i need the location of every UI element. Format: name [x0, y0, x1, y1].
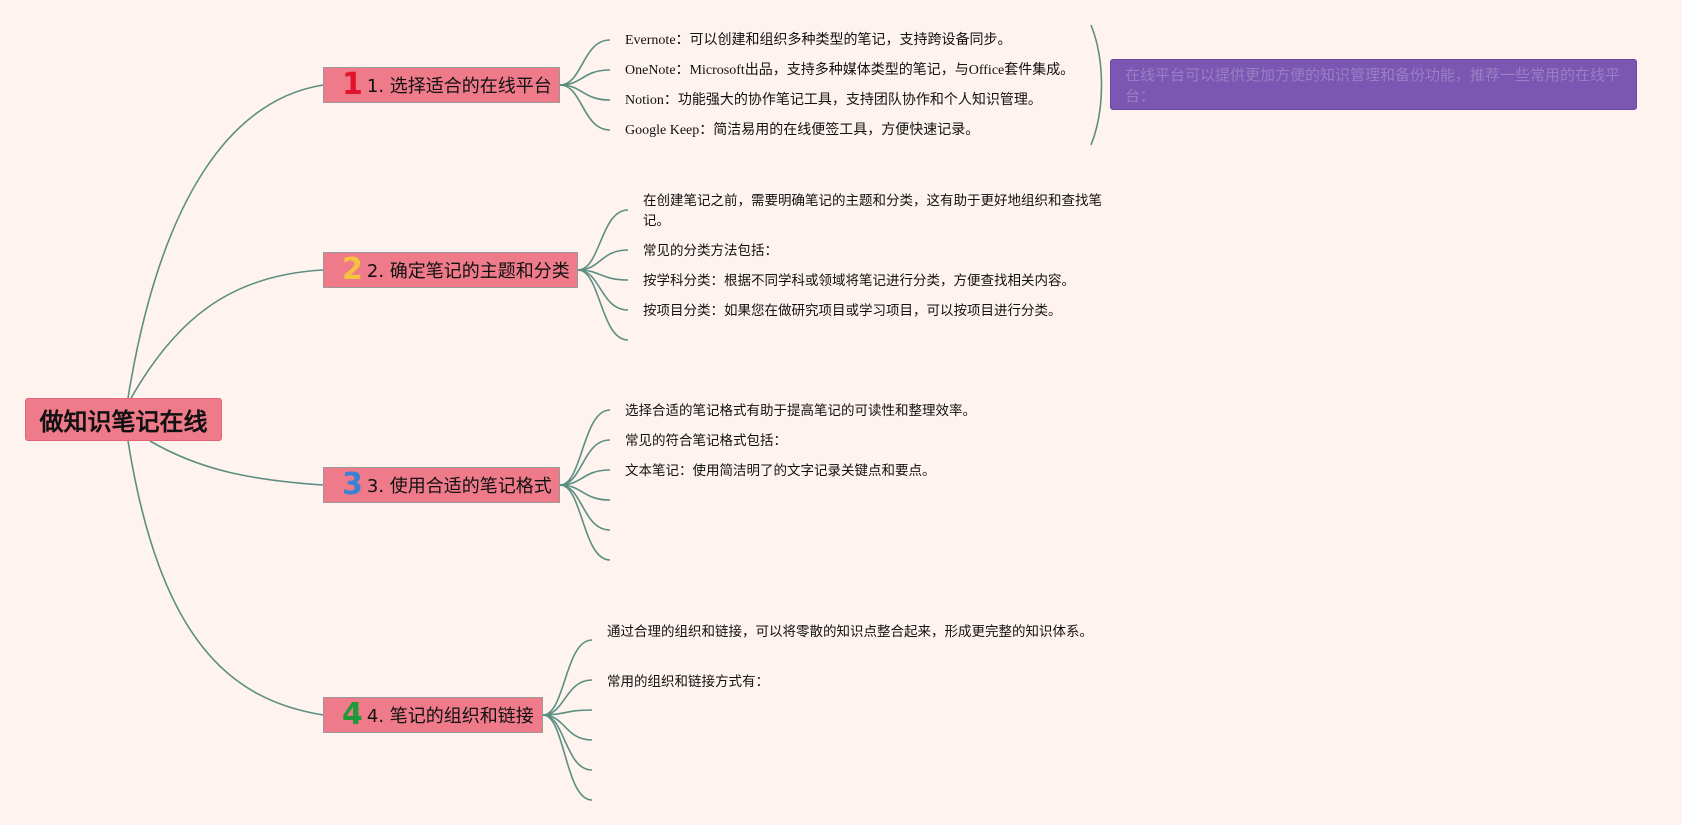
link-root-branch-2 [129, 269, 324, 401]
link-root-branch-1 [127, 84, 324, 399]
root-topic[interactable]: 做知识笔记在线 [25, 398, 222, 441]
number-3-icon: 3 [342, 467, 363, 502]
subtopic-1-2[interactable]: OneNote：Microsoft出品，支持多种媒体类型的笔记，与Office套… [625, 63, 1075, 78]
link-branch-2-sub-5 [577, 269, 629, 341]
link-branch-3-sub-1 [559, 409, 611, 486]
number-4-icon: 4 [342, 697, 363, 732]
link-branch-3-sub-5 [559, 484, 611, 531]
link-branch-1-sub-4 [559, 84, 611, 131]
link-branch-4-sub-1 [542, 639, 593, 716]
link-branch-2-sub-1 [577, 209, 629, 271]
link-branch-2-sub-2 [577, 249, 629, 271]
subtopic-3-3[interactable]: 文本笔记：使用简洁明了的文字记录关键点和要点。 [625, 463, 936, 479]
branch-topic-3[interactable]: 3 3. 使用合适的笔记格式 [323, 467, 560, 503]
subtopic-1-3[interactable]: Notion：功能强大的协作笔记工具，支持团队协作和个人知识管理。 [625, 93, 1042, 108]
subtopic-2-4[interactable]: 按项目分类：如果您在做研究项目或学习项目，可以按项目进行分类。 [643, 303, 1062, 319]
subtopic-1-4[interactable]: Google Keep：简洁易用的在线便签工具，方便快速记录。 [625, 123, 980, 138]
branch-topic-3-label: 3. 使用合适的笔记格式 [366, 476, 552, 497]
branch-topic-4-label: 4. 笔记的组织和链接 [366, 706, 534, 727]
subtopic-2-1[interactable]: 在创建笔记之前，需要明确笔记的主题和分类，这有助于更好地组织和查找笔记。 [643, 193, 1102, 229]
subtopic-2-3[interactable]: 按学科分类：根据不同学科或领域将笔记进行分类，方便查找相关内容。 [643, 273, 1075, 289]
subtopic-3-1[interactable]: 选择合适的笔记格式有助于提高笔记的可读性和整理效率。 [625, 403, 976, 419]
branch-topic-2[interactable]: 2 2. 确定笔记的主题和分类 [323, 252, 578, 288]
subtopic-4-2[interactable]: 常用的组织和链接方式有： [607, 674, 769, 690]
number-1-icon: 1 [342, 67, 363, 102]
link-branch-1-sub-1 [559, 39, 611, 86]
branch-topic-4[interactable]: 4 4. 笔记的组织和链接 [323, 697, 543, 733]
link-branch-4-sub-6 [542, 714, 593, 801]
summary-bracket [1090, 24, 1103, 146]
subtopic-2-2[interactable]: 常见的分类方法包括： [643, 243, 778, 259]
subtopic-3-2[interactable]: 常见的符合笔记格式包括： [625, 433, 787, 449]
subtopic-4-1[interactable]: 通过合理的组织和链接，可以将零散的知识点整合起来，形成更完整的知识体系。 [607, 624, 1093, 640]
link-branch-3-sub-6 [559, 484, 611, 561]
summary-note[interactable]: 在线平台可以提供更加方便的知识管理和备份功能，推荐一些常用的在线平台： [1110, 59, 1637, 110]
subtopic-1-1[interactable]: Evernote：可以创建和组织多种类型的笔记，支持跨设备同步。 [625, 33, 1012, 48]
number-2-icon: 2 [342, 252, 363, 287]
root-topic-label: 做知识笔记在线 [39, 408, 208, 436]
link-branch-3-sub-2 [559, 439, 611, 486]
link-root-branch-3 [149, 440, 324, 486]
branch-topic-1-label: 1. 选择适合的在线平台 [366, 76, 552, 97]
branch-topic-2-label: 2. 确定笔记的主题和分类 [366, 261, 570, 282]
branch-topic-1[interactable]: 1 1. 选择适合的在线平台 [323, 67, 560, 103]
link-root-branch-4 [127, 440, 324, 716]
